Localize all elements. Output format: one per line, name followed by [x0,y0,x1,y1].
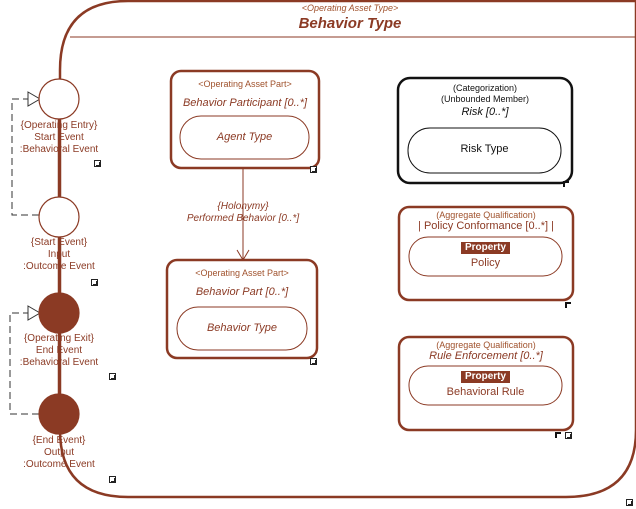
link-icon[interactable] [109,373,116,380]
port-operating-entry [38,78,80,120]
port-kind: {Operating Entry} [20,120,98,131]
entry-loop-arrow [11,98,42,216]
participant-role[interactable]: Behavior Participant [0..*] [182,97,308,109]
port-kind: {Operating Exit} [23,333,95,344]
policy-property-tag: Property [460,242,511,254]
risk-type-frame [407,127,562,174]
policy-role[interactable]: | Policy Conformance [0..*] | [418,220,554,232]
risk-type[interactable]: Risk Type [460,143,509,155]
port-operating-exit [38,292,80,334]
categorization-member: (Unbounded Member) [440,94,530,104]
categorization-stereotype: (Categorization) [452,83,518,93]
policy-type-frame [408,236,563,277]
participant-type[interactable]: Agent Type [216,131,273,143]
rule-role[interactable]: Rule Enforcement [0..*] [429,350,543,362]
rule-property-wrap: Property [409,366,562,384]
container-stereotype: <Operating Asset Type> [301,3,399,13]
relation-kind: {Holonymy} [217,201,269,212]
port-label-operating-entry[interactable]: {Operating Entry} Start Event :Behaviora… [4,120,114,156]
port-kind: {End Event} [32,435,86,446]
rule-stereotype: (Aggregate Qualification) [436,340,536,350]
rule-type[interactable]: Behavioral Rule [446,386,525,398]
link-icon[interactable] [626,499,633,506]
behavior-part-type-frame [176,306,308,351]
exit-loop-arrow [9,312,42,415]
port-type: :Behavioral Event [19,357,99,368]
port-label-start-event[interactable]: {Start Event} Input :Outcome Event [4,237,114,273]
container-title[interactable]: Behavior Type [298,15,402,32]
risk-role[interactable]: Risk [0..*] [461,106,509,118]
port-kind: {Start Event} [30,237,88,248]
corner-hook-icon [563,181,569,187]
port-label-operating-exit[interactable]: {Operating Exit} End Event :Behavioral E… [4,333,114,369]
participant-stereotype: <Operating Asset Part> [198,79,292,89]
relation-label[interactable]: Performed Behavior [0..*] [186,213,300,224]
port-label-end-event[interactable]: {End Event} Output :Outcome Event [4,435,114,471]
port-name: Output [43,447,75,458]
port-type: :Behavioral Event [19,144,99,155]
link-icon[interactable] [565,432,572,439]
link-icon[interactable] [94,160,101,167]
entry-arrowhead [27,91,41,107]
behavior-part-type[interactable]: Behavior Type [206,322,278,334]
behavior-part-stereotype: <Operating Asset Part> [195,268,289,278]
rule-type-frame [408,365,563,406]
corner-hook-icon [555,432,561,438]
port-type: :Outcome Event [23,459,95,470]
link-icon[interactable] [310,358,317,365]
port-name: End Event [35,345,83,356]
policy-type[interactable]: Policy [470,257,501,269]
policy-stereotype: (Aggregate Qualification) [436,210,536,220]
link-icon[interactable] [310,166,317,173]
participant-type-frame [179,115,310,160]
link-icon[interactable] [109,476,116,483]
rule-property-tag: Property [460,371,511,383]
policy-property-wrap: Property [409,237,562,255]
port-end-event [38,393,80,435]
port-start-event [38,196,80,238]
behavior-part-role[interactable]: Behavior Part [0..*] [195,286,289,298]
corner-hook-icon [565,302,571,308]
port-name: Start Event [34,132,84,143]
link-icon[interactable] [91,279,98,286]
exit-arrowhead [27,305,41,321]
port-type: :Outcome Event [23,261,95,272]
port-name: Input [47,249,71,260]
